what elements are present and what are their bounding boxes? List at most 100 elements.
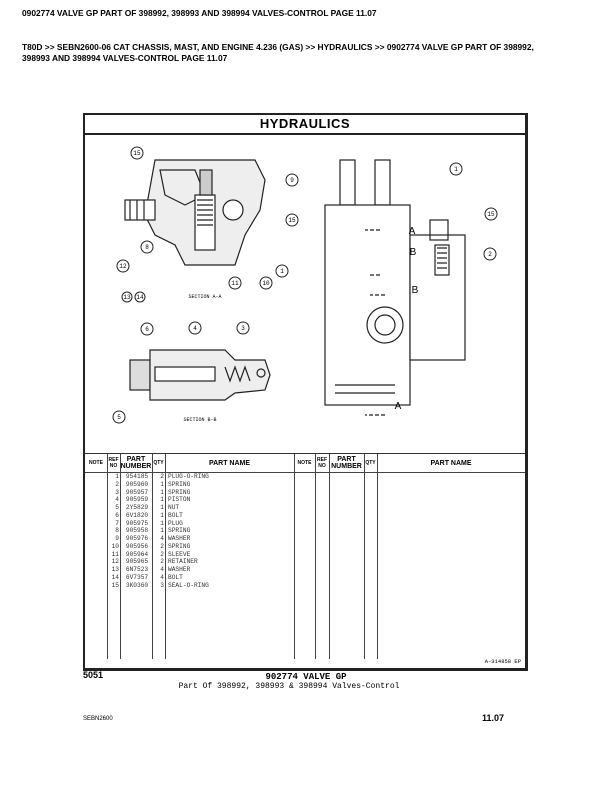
- col-part-number: PART NUMBER: [120, 454, 152, 473]
- callout-13: 13: [123, 294, 131, 301]
- col-part-name-2: PART NAME: [377, 454, 525, 473]
- col-part-name: PART NAME: [165, 454, 294, 473]
- table-cell-qty: 2: [160, 550, 164, 558]
- page-title: 0902774 VALVE GP PART OF 398992, 398993 …: [22, 8, 377, 18]
- callouts: 15 9 15 8 12 1 10 13 14 11 6 4 3 5 1 15 …: [112, 146, 498, 424]
- parts-diagram-frame: HYDRAULICS 15 9 15 8 12 1 10 13 14 11 6 …: [83, 113, 528, 671]
- table-cell-qty: 4: [160, 573, 164, 581]
- table-cell-qty: 1: [160, 504, 164, 511]
- callout-14: 14: [136, 294, 144, 301]
- table-cell-ref: 8: [115, 527, 119, 535]
- drawing-ref-code: A-314858 EP: [484, 658, 521, 665]
- table-cell-pn: 6V1820: [125, 511, 149, 519]
- callout-5: 5: [117, 414, 121, 421]
- table-cell-ref: 12: [111, 558, 119, 566]
- section-aa-label: SECTION A-A: [188, 294, 221, 300]
- callout-4: 4: [193, 325, 197, 332]
- callout-8: 8: [145, 244, 149, 251]
- parts-table: NOTE REF NO PART NUMBER QTY PART NAME NO…: [85, 453, 525, 659]
- col-note-2: NOTE: [294, 454, 315, 473]
- table-cell-pn: 905956: [125, 542, 149, 550]
- col-ref: REF NO: [107, 454, 120, 473]
- table-cell-qty: 1: [160, 511, 164, 519]
- table-cell-ref: 10: [111, 542, 119, 550]
- col-qty-2: QTY: [364, 454, 377, 473]
- table-cell-pn: 905965: [125, 558, 149, 566]
- col-note: NOTE: [85, 454, 107, 473]
- table-cell-pn: 905957: [125, 488, 149, 496]
- section-bb-label: SECTION B-B: [183, 417, 216, 423]
- table-cell-ref: 6: [115, 511, 119, 519]
- valve-drawing: 15 9 15 8 12 1 10 13 14 11 6 4 3 5 1 15 …: [112, 146, 498, 424]
- label-b: B: [410, 247, 417, 258]
- side-view-drawing: [324, 159, 466, 416]
- callout-10: 10: [262, 280, 270, 287]
- table-cell-qty: 4: [160, 566, 164, 573]
- callout-2: 2: [488, 251, 492, 258]
- table-cell-pn: 6N7523: [125, 566, 149, 573]
- table-cell-name: RETAINER: [168, 558, 198, 566]
- callout-12: 12: [119, 263, 127, 270]
- table-cell-name: WASHER: [168, 535, 191, 542]
- table-cell-ref: 15: [111, 581, 119, 589]
- table-cell-pn: 905964: [125, 550, 149, 558]
- callout-15: 15: [133, 150, 141, 157]
- page-number: 11.07: [482, 713, 505, 723]
- table-cell-pn: 905959: [125, 496, 149, 504]
- table-cell-qty: 4: [160, 535, 164, 542]
- table-cell-pn: 3K0360: [125, 581, 149, 589]
- col-ref-2: REF NO: [315, 454, 329, 473]
- breadcrumb-line-2: 398993 AND 398994 VALVES-CONTROL PAGE 11…: [22, 53, 228, 63]
- table-cell-ref: 3: [115, 488, 119, 496]
- table-cell-ref: 2: [115, 480, 119, 488]
- table-cell-name: SEAL-O-RING: [168, 581, 209, 589]
- table-cell-name: PLUG: [168, 519, 183, 527]
- table-cell-name: BOLT: [168, 511, 183, 519]
- section-bb-drawing: [129, 349, 271, 401]
- table-cell-pn: 2Y5829: [125, 504, 149, 511]
- table-cell-pn: 905958: [125, 527, 149, 535]
- table-cell-pn: 905976: [125, 535, 149, 542]
- group-number: 5051: [83, 670, 104, 680]
- callout-3: 3: [241, 325, 245, 332]
- callout-11: 11: [231, 280, 239, 287]
- callout-15: 15: [288, 217, 296, 224]
- callout-1: 1: [454, 166, 458, 173]
- table-cell-pn: 905960: [125, 480, 149, 488]
- table-cell-qty: 2: [160, 558, 164, 566]
- callout-9: 9: [290, 177, 294, 184]
- table-cell-ref: 7: [115, 519, 119, 527]
- table-cell-name: SPRING: [168, 542, 191, 550]
- table-cell-name: SPRING: [168, 527, 191, 535]
- label-a: A: [409, 226, 416, 237]
- table-cell-pn: 6V7357: [125, 573, 149, 581]
- group-title: 902774 VALVE GP: [265, 672, 347, 682]
- group-description: Part Of 398992, 398993 & 398994 Valves-C…: [178, 682, 400, 691]
- table-cell-name: NUT: [168, 504, 180, 511]
- callout-6: 6: [145, 326, 149, 333]
- table-cell-ref: 4: [115, 496, 119, 504]
- breadcrumb-line-1[interactable]: T80D >> SEBN2600-06 CAT CHASSIS, MAST, A…: [22, 42, 534, 52]
- table-cell-name: SPRING: [168, 480, 191, 488]
- table-cell-ref: 13: [111, 566, 119, 573]
- table-cell-name: BOLT: [168, 573, 183, 581]
- diagram-band-title: HYDRAULICS: [85, 115, 525, 135]
- section-aa-drawing: [124, 159, 266, 266]
- table-cell-qty: 1: [160, 480, 164, 488]
- table-cell-ref: 9: [115, 535, 119, 542]
- table-cell-qty: 1: [160, 527, 164, 535]
- table-cell-name: SLEEVE: [168, 550, 191, 558]
- label-a: A: [395, 401, 402, 412]
- table-cell-pn: 954185: [125, 473, 149, 480]
- col-qty: QTY: [152, 454, 165, 473]
- callout-1: 1: [280, 268, 284, 275]
- table-cell-qty: 2: [160, 473, 164, 480]
- table-cell-name: PISTON: [168, 496, 191, 504]
- col-part-number-2: PART NUMBER: [329, 454, 364, 473]
- table-cell-name: SPRING: [168, 488, 191, 496]
- label-b: B: [412, 285, 419, 296]
- table-cell-ref: 14: [111, 573, 119, 581]
- table-cell-qty: 2: [160, 542, 164, 550]
- table-cell-name: PLUG-O-RING: [168, 473, 209, 480]
